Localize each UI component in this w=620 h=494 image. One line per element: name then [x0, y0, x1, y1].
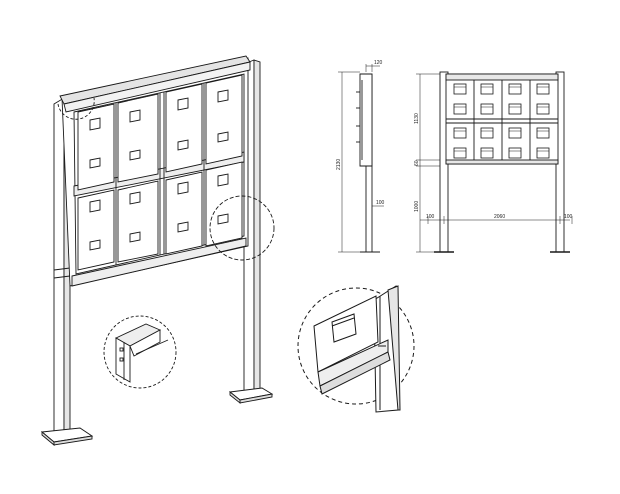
perspective-view — [40, 55, 275, 446]
detail-top — [103, 315, 177, 389]
detail-circle-right — [209, 195, 275, 261]
side-dim-foot: 100 — [376, 200, 385, 206]
front-dim-gap-top: 60 — [414, 160, 420, 166]
front-elevation — [434, 71, 570, 253]
detail-circle-top — [57, 97, 95, 120]
side-elevation — [338, 64, 384, 253]
front-dim-leg-height: 1000 — [414, 201, 420, 212]
front-dim-panel-height: 1130 — [414, 113, 420, 124]
side-dim-top: 120 — [374, 60, 383, 66]
front-dim-right-margin: 100 — [564, 214, 573, 220]
front-dim-width: 2060 — [494, 214, 505, 220]
front-dimension-lines — [416, 73, 573, 253]
side-dim-height: 2130 — [336, 159, 342, 170]
detail-lower — [297, 285, 415, 413]
front-dim-left-margin: 100 — [426, 214, 435, 220]
